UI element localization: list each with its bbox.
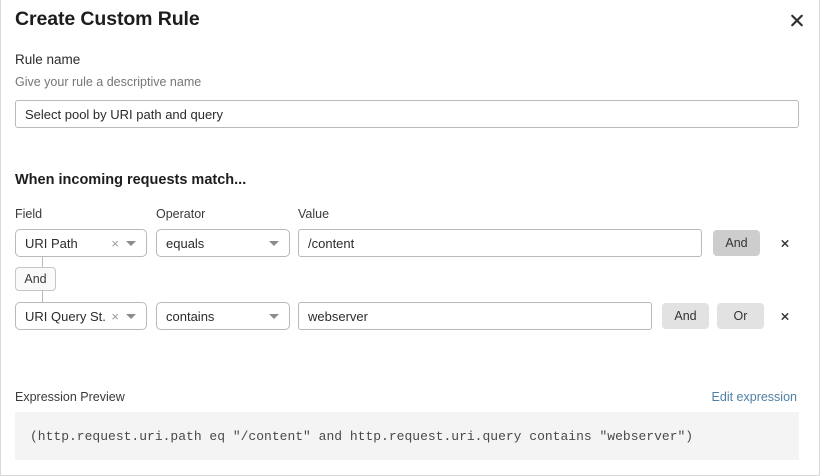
- operator-select-value-row-1: equals: [166, 235, 205, 251]
- rule-name-label: Rule name: [15, 52, 81, 67]
- rule-name-input[interactable]: [15, 100, 799, 128]
- operator-select-row-2[interactable]: contains: [156, 302, 290, 330]
- field-select-row-1[interactable]: URI Path ×: [15, 229, 147, 257]
- operator-select-row-1[interactable]: equals: [156, 229, 290, 257]
- column-header-value: Value: [298, 207, 330, 221]
- dialog-title: Create Custom Rule: [15, 8, 200, 30]
- edit-expression-link[interactable]: Edit expression: [711, 390, 797, 404]
- expression-preview-box: (http.request.uri.path eq "/content" and…: [15, 412, 799, 460]
- field-select-row-2[interactable]: URI Query St... ×: [15, 302, 147, 330]
- clear-icon[interactable]: ×: [111, 235, 119, 251]
- expression-preview-text: (http.request.uri.path eq "/content" and…: [30, 428, 694, 444]
- connector-and-badge[interactable]: And: [15, 267, 56, 291]
- chevron-down-icon[interactable]: [126, 240, 136, 246]
- value-input-row-2[interactable]: [298, 302, 652, 330]
- chevron-down-icon[interactable]: [269, 313, 279, 319]
- conditions-heading: When incoming requests match...: [15, 172, 247, 188]
- chevron-down-icon[interactable]: [269, 240, 279, 246]
- chevron-down-icon[interactable]: [126, 313, 136, 319]
- or-button-row-2[interactable]: Or: [717, 303, 764, 329]
- field-select-value-row-2: URI Query St...: [25, 308, 107, 324]
- connector-line-bottom: [42, 290, 43, 302]
- connector-line-top: [42, 257, 43, 268]
- field-select-value-row-1: URI Path: [25, 235, 78, 251]
- value-input-row-1[interactable]: [298, 229, 702, 257]
- clear-icon[interactable]: ×: [111, 308, 119, 324]
- operator-select-value-row-2: contains: [166, 308, 215, 324]
- column-header-field: Field: [15, 207, 43, 221]
- column-header-operator: Operator: [156, 207, 206, 221]
- delete-icon[interactable]: [775, 306, 795, 326]
- and-button-row-1[interactable]: And: [713, 230, 760, 256]
- expression-preview-label: Expression Preview: [15, 390, 125, 404]
- rule-name-help-text: Give your rule a descriptive name: [15, 75, 202, 89]
- and-button-row-2[interactable]: And: [662, 303, 709, 329]
- close-icon[interactable]: [784, 7, 810, 33]
- delete-icon[interactable]: [775, 233, 795, 253]
